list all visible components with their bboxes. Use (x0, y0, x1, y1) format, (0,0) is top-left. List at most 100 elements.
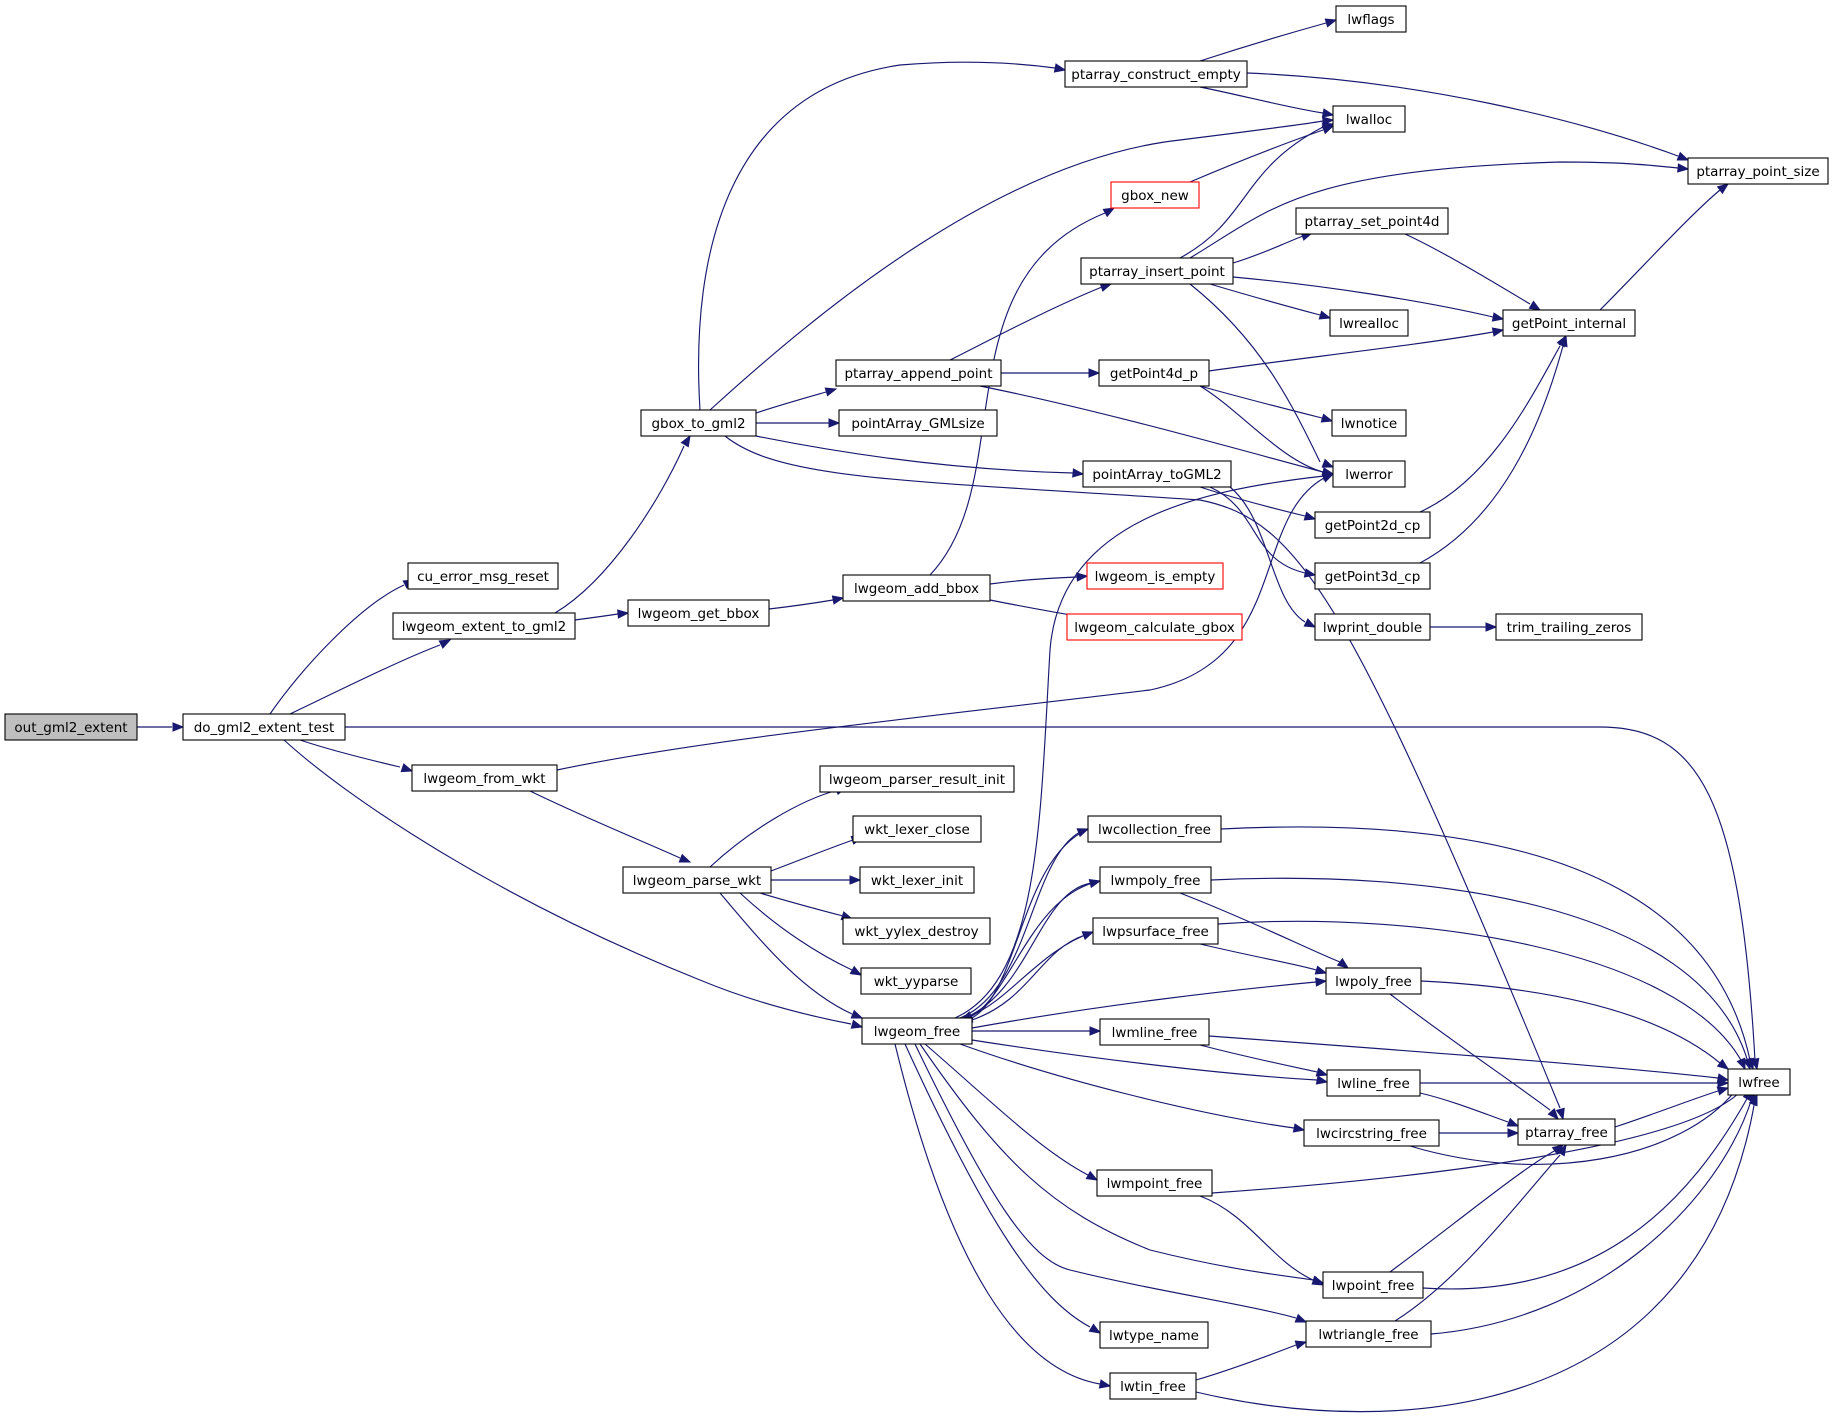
node-do_gml2_extent_test[interactable]: do_gml2_extent_test (182, 713, 346, 741)
call-edge-lwmpoly_free-to-lwpoly_free (1179, 892, 1350, 969)
node-getPoint3d_cp[interactable]: getPoint3d_cp (1314, 562, 1431, 590)
node-ptarray_insert_point[interactable]: ptarray_insert_point (1080, 257, 1234, 285)
node-lwline_free[interactable]: lwline_free (1326, 1069, 1421, 1097)
call-edge-pointArray_toGML2-to-lwprint_double (1229, 486, 1317, 628)
node-lwgeom_parse_wkt[interactable]: lwgeom_parse_wkt (622, 866, 772, 894)
call-edge-do_gml2_extent_test-to-lwgeom_from_wkt (299, 739, 414, 773)
call-edge-do_gml2_extent_test-to-lwgeom_free (283, 739, 864, 1029)
call-edge-lwline_free-to-ptarray_free (1419, 1092, 1520, 1127)
call-edge-lwgeom_parse_wkt-to-lwgeom_free (719, 892, 864, 1019)
node-box (835, 359, 1002, 387)
node-box (1092, 917, 1219, 945)
node-ptarray_construct_empty[interactable]: ptarray_construct_empty (1064, 60, 1248, 88)
node-box (1322, 1271, 1424, 1299)
node-wkt_yylex_destroy[interactable]: wkt_yylex_destroy (842, 917, 991, 945)
node-label: lwgeom_calculate_gbox (1074, 620, 1235, 636)
node-box (1331, 409, 1407, 437)
node-label: lwcollection_free (1098, 822, 1211, 838)
node-lwgeom_calculate_gbox[interactable]: lwgeom_calculate_gbox (1066, 613, 1243, 641)
node-lwerror[interactable]: lwerror (1332, 460, 1406, 488)
call-edge-ptarray_construct_empty-to-lwalloc (1199, 86, 1335, 118)
node-box (1082, 460, 1232, 488)
node-label: wkt_yylex_destroy (854, 924, 978, 940)
node-box (1080, 257, 1234, 285)
node-box (407, 562, 559, 590)
node-getPoint2d_cp[interactable]: getPoint2d_cp (1314, 511, 1431, 539)
node-lwgeom_from_wkt[interactable]: lwgeom_from_wkt (411, 764, 558, 792)
node-box (1099, 1321, 1209, 1349)
node-lwgeom_get_bbox[interactable]: lwgeom_get_bbox (627, 599, 770, 627)
call-edge-ptarray_set_point4d-to-getPoint_internal (1404, 233, 1542, 311)
node-lwmpoint_free[interactable]: lwmpoint_free (1096, 1169, 1213, 1197)
node-getPoint_internal[interactable]: getPoint_internal (1502, 309, 1636, 337)
node-trim_trailing_zeros[interactable]: trim_trailing_zeros (1495, 613, 1643, 641)
call-edge-lwpsurface_free-to-lwpoly_free (1199, 943, 1328, 975)
node-ptarray_free[interactable]: ptarray_free (1517, 1118, 1616, 1146)
call-edge-ptarray_insert_point-to-ptarray_set_point4d (1232, 231, 1314, 264)
node-lwalloc[interactable]: lwalloc (1332, 105, 1406, 133)
node-lwmline_free[interactable]: lwmline_free (1099, 1018, 1210, 1046)
node-pointArray_toGML2[interactable]: pointArray_toGML2 (1082, 460, 1232, 488)
node-lwprint_double[interactable]: lwprint_double (1314, 613, 1431, 641)
node-label: lwtin_free (1120, 1379, 1186, 1395)
node-ptarray_set_point4d[interactable]: ptarray_set_point4d (1295, 207, 1449, 235)
node-box (842, 917, 991, 945)
node-lwcollection_free[interactable]: lwcollection_free (1087, 815, 1222, 843)
node-label: lwmpoint_free (1107, 1176, 1203, 1192)
node-lwpoly_free[interactable]: lwpoly_free (1325, 967, 1422, 995)
node-wkt_lexer_close[interactable]: wkt_lexer_close (852, 815, 982, 843)
node-label: lwpoint_free (1332, 1278, 1415, 1294)
node-lwmpoly_free[interactable]: lwmpoly_free (1099, 866, 1212, 894)
node-wkt_lexer_init[interactable]: wkt_lexer_init (859, 866, 975, 894)
node-box (1326, 1069, 1421, 1097)
node-lwnotice[interactable]: lwnotice (1331, 409, 1407, 437)
node-label: lwtriangle_free (1318, 1327, 1418, 1343)
call-edge-lwgeom_parse_wkt-to-lwgeom_parser_result_init (709, 786, 848, 868)
call-edge-ptarray_append_point-to-ptarray_insert_point (949, 282, 1113, 361)
node-lwgeom_parser_result_init[interactable]: lwgeom_parser_result_init (819, 765, 1015, 793)
node-lwtin_free[interactable]: lwtin_free (1109, 1372, 1197, 1400)
node-label: ptarray_insert_point (1089, 264, 1225, 280)
node-label: pointArray_toGML2 (1092, 467, 1221, 483)
node-label: getPoint4d_p (1110, 366, 1198, 382)
node-lwpsurface_free[interactable]: lwpsurface_free (1092, 917, 1219, 945)
node-out_gml2_extent[interactable]: out_gml2_extent (4, 713, 138, 741)
node-ptarray_append_point[interactable]: ptarray_append_point (835, 359, 1002, 387)
call-edge-lwgeom_from_wkt-to-lwgeom_parse_wkt (529, 790, 692, 863)
node-gbox_new[interactable]: gbox_new (1110, 181, 1200, 209)
node-lwgeom_free[interactable]: lwgeom_free (861, 1017, 973, 1045)
node-lwcircstring_free[interactable]: lwcircstring_free (1303, 1119, 1440, 1147)
node-pointArray_GMLsize[interactable]: pointArray_GMLsize (838, 409, 998, 437)
node-lwtype_name[interactable]: lwtype_name (1099, 1321, 1209, 1349)
node-label: out_gml2_extent (14, 720, 127, 736)
node-lwtriangle_free[interactable]: lwtriangle_free (1305, 1320, 1432, 1348)
call-edge-ptarray_insert_point-to-lwerror (1189, 283, 1335, 468)
node-label: lwnotice (1341, 416, 1397, 432)
call-edge-do_gml2_extent_test-to-lwgeom_extent_to_gml2 (289, 639, 452, 715)
node-label: ptarray_construct_empty (1071, 67, 1240, 83)
node-lwfree[interactable]: lwfree (1727, 1068, 1791, 1096)
call-edge-gbox_new-to-lwalloc (1189, 125, 1335, 183)
node-box (1314, 511, 1431, 539)
node-label: lwgeom_add_bbox (854, 581, 979, 597)
call-edge-lwcircstring_free-to-ptarray_free (1439, 1128, 1520, 1138)
node-lwpoint_free[interactable]: lwpoint_free (1322, 1271, 1424, 1299)
call-edge-ptarray_construct_empty-to-lwflags (1199, 18, 1338, 62)
node-getPoint4d_p[interactable]: getPoint4d_p (1098, 359, 1210, 387)
node-lwgeom_is_empty[interactable]: lwgeom_is_empty (1086, 562, 1224, 590)
call-edge-lwgeom_extent_to_gml2-to-lwgeom_get_bbox (574, 609, 630, 621)
node-cu_error_msg_reset[interactable]: cu_error_msg_reset (407, 562, 559, 590)
node-label: lwflags (1347, 12, 1394, 28)
call-edge-lwgeom_parse_wkt-to-wkt_yylex_destroy (759, 892, 854, 921)
node-box (4, 713, 138, 741)
node-lwgeom_extent_to_gml2[interactable]: lwgeom_extent_to_gml2 (392, 612, 576, 640)
call-edge-lwgeom_add_bbox-to-lwgeom_is_empty (989, 572, 1089, 585)
node-lwflags[interactable]: lwflags (1335, 5, 1407, 33)
node-lwrealloc[interactable]: lwrealloc (1329, 309, 1409, 337)
node-ptarray_point_size[interactable]: ptarray_point_size (1687, 157, 1829, 185)
node-gbox_to_gml2[interactable]: gbox_to_gml2 (640, 409, 757, 437)
call-edge-ptarray_append_point-to-getPoint4d_p (1001, 368, 1101, 378)
node-wkt_yyparse[interactable]: wkt_yyparse (860, 967, 972, 995)
node-lwgeom_add_bbox[interactable]: lwgeom_add_bbox (842, 574, 991, 602)
call-edge-ptarray_insert_point-to-ptarray_point_size (1189, 161, 1690, 259)
